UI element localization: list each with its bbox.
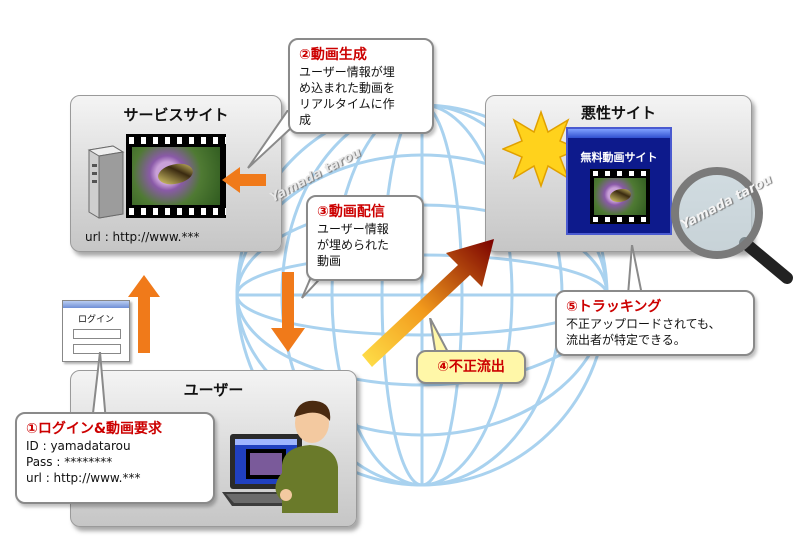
- arrow-up-user-to-service: [128, 275, 160, 353]
- arrow-leak: [362, 239, 494, 367]
- film-strip-service: [126, 134, 226, 218]
- callout4-pointer: [429, 318, 452, 356]
- step2-line-1: ユーザー情報が埋: [299, 65, 395, 79]
- step3-line-3: 動画: [317, 254, 342, 268]
- malicious-browser-window: 無料動画サイト: [566, 127, 672, 235]
- person-icon: [275, 400, 338, 513]
- service-site-panel: サービスサイト url : http://www.***: [70, 95, 282, 252]
- video-thumbnail: [132, 147, 220, 205]
- service-site-url: url : http://www.***: [85, 230, 200, 244]
- step5-callout: ⑤トラッキング 不正アップロードされても、 流出者が特定できる。: [555, 290, 755, 356]
- user-title: ユーザー: [183, 381, 244, 399]
- sun-burst-icon: [502, 110, 580, 188]
- step1-line-1: ID : yamadatarou: [26, 439, 131, 453]
- step1-heading: ①ログイン&動画要求: [26, 421, 163, 437]
- step2-callout: ②動画生成 ユーザー情報が埋 め込まれた動画を リアルタイムに作 成: [288, 38, 434, 134]
- malicious-browser-title: 無料動画サイト: [580, 151, 658, 164]
- step3-line-2: が埋められた: [317, 238, 390, 252]
- service-site-title: サービスサイト: [123, 106, 229, 124]
- step1-line-3: url : http://www.***: [26, 471, 141, 485]
- callout5-pointer: [626, 245, 644, 295]
- step2-line-2: め込まれた動画を: [299, 81, 396, 95]
- callout1-pointer: [90, 352, 108, 422]
- magnifier-icon: [671, 167, 793, 284]
- login-window-icon: ログイン: [62, 300, 130, 362]
- step2-line-4: 成: [299, 113, 312, 127]
- arrow-left-generation: [222, 167, 266, 193]
- step5-line-2: 流出者が特定できる。: [566, 333, 686, 347]
- step2-heading: ②動画生成: [299, 47, 367, 63]
- step4-callout: ④不正流出: [416, 350, 526, 384]
- step1-line-2: Pass : ********: [26, 455, 113, 469]
- step3-heading: ③動画配信: [317, 204, 385, 220]
- film-strip-malicious: [590, 169, 650, 224]
- step1-callout: ①ログイン&動画要求 ID : yamadatarou Pass : *****…: [15, 412, 215, 504]
- arrow-down-delivery: [271, 272, 305, 352]
- login-window-title: ログイン: [77, 315, 114, 325]
- step2-line-3: リアルタイムに作: [299, 97, 395, 111]
- server-icon: [87, 145, 125, 219]
- step3-callout: ③動画配信 ユーザー情報 が埋められた 動画: [306, 195, 424, 281]
- step5-heading: ⑤トラッキング: [566, 299, 662, 315]
- malicious-site-title: 悪性サイト: [580, 104, 656, 122]
- step5-line-1: 不正アップロードされても、: [566, 317, 721, 331]
- step4-heading: ④不正流出: [437, 359, 505, 375]
- step3-line-1: ユーザー情報: [317, 222, 389, 236]
